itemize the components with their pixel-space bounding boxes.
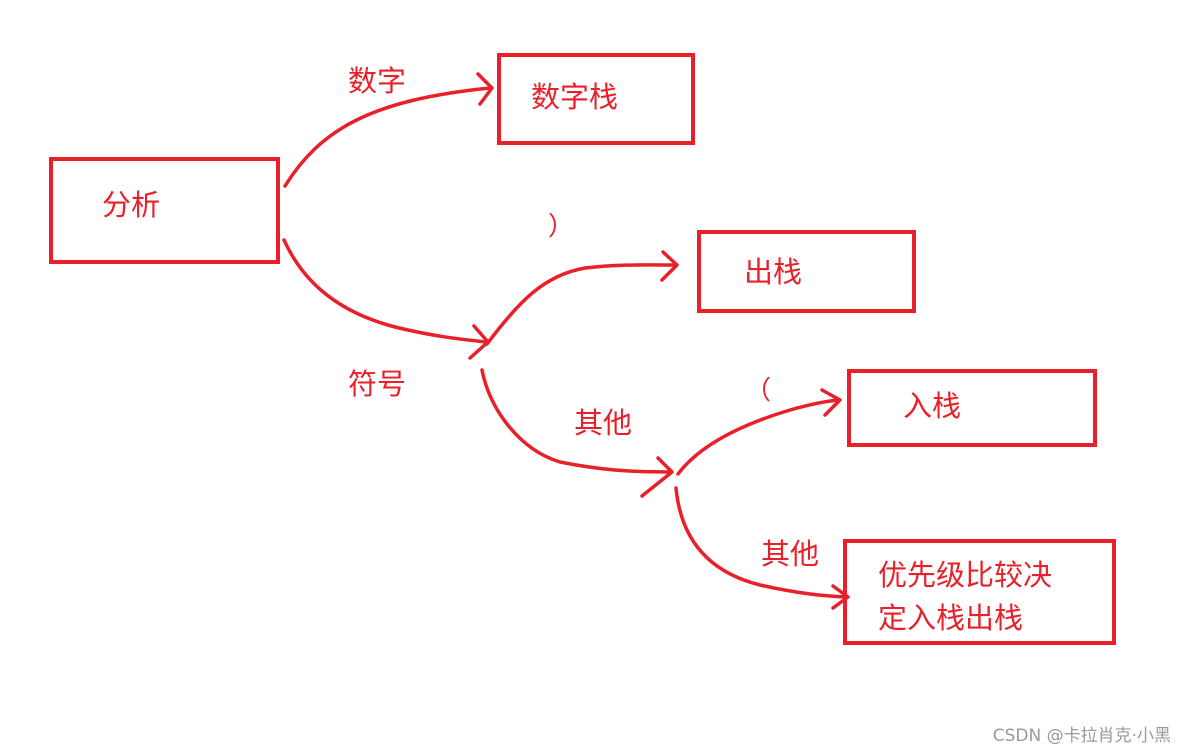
arrow-analyze-to-digit-stack (283, 86, 492, 188)
arrowhead-push (820, 388, 842, 417)
arrow-symbol-to-pop (485, 263, 678, 346)
arrow-symbol-to-other (480, 368, 672, 474)
edge-label-symbol: 符号 (348, 367, 407, 401)
priority-box (843, 539, 1116, 645)
digit-stack-label: 数字栈 (531, 80, 619, 114)
pop-box (697, 230, 916, 313)
watermark: CSDN @卡拉肖克·小黑 (992, 726, 1171, 746)
edge-label-open-paren: （ (745, 376, 772, 406)
edge-label-digit: 数字 (348, 64, 407, 98)
arrowhead-pop (660, 250, 679, 282)
arrow-analyze-to-symbol (282, 238, 488, 344)
edge-label-other-2: 其他 (761, 537, 820, 571)
arrowhead-other (640, 456, 674, 498)
arrowhead-priority (831, 584, 850, 610)
arrow-other-to-priority (674, 486, 848, 599)
priority-label-line2: 定入栈出栈 (878, 601, 1024, 635)
analyze-label: 分析 (102, 188, 161, 222)
arrowhead-digit-stack (476, 72, 494, 106)
edge-label-close-paren: ） (548, 212, 575, 242)
pop-label: 出栈 (744, 255, 803, 289)
push-label: 入栈 (903, 389, 962, 423)
edge-label-other-1: 其他 (574, 406, 633, 440)
digit-stack-box (497, 53, 695, 145)
push-box (847, 369, 1097, 447)
analyze-box (49, 157, 280, 264)
priority-label-line1: 优先级比较决 (878, 558, 1053, 592)
arrow-other-to-push (676, 398, 840, 476)
